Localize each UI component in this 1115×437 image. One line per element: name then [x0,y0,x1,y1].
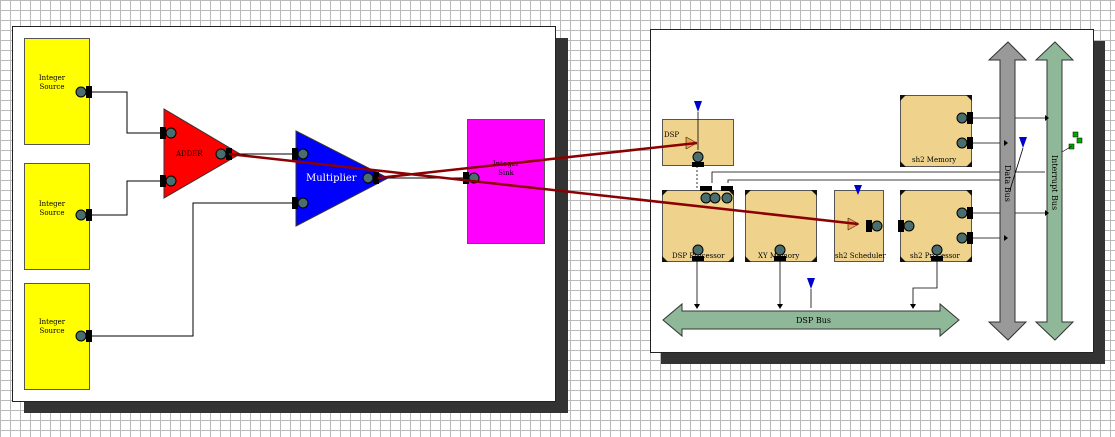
integer-source-2-label: Integer Source [38,200,66,217]
bus-arrowheads [694,115,1049,309]
data-bus-label: Data Bus [1003,165,1012,202]
sh2-memory-label: sh2 Memory [912,156,957,164]
block-corner-tabs [662,95,972,262]
left-wires [92,91,465,337]
port-sh2-processor-in [898,220,915,232]
dsp-label: DSP [664,131,680,139]
multiplier-label: Multiplier [306,173,357,184]
adder-label: ADDER [176,150,203,158]
port-scheduler-in [866,220,883,232]
sh2-scheduler-label: sh2 Scheduler [835,252,886,260]
wire-source3-multiplier [92,202,294,337]
dsp-bus[interactable] [662,302,960,338]
multiplier-block[interactable] [295,130,390,227]
port-sh2-memory-out1 [956,112,973,124]
port-multiplier-out [362,172,379,184]
sh2-memory-block[interactable] [900,95,972,167]
port-sh2-processor-out2 [956,232,973,244]
port-adder-in2 [160,175,177,187]
wire-dsp-bus-c [912,256,938,308]
left-panel [12,26,556,402]
wire-proc-databus-3 [727,179,1008,183]
port-sh2-processor-out1 [956,207,973,219]
interrupt-node-icon [1061,131,1083,153]
data-bus[interactable] [987,41,1028,341]
integer-source-3-label: Integer Source [38,318,66,335]
port-dsp-processor-top2 [709,192,721,204]
wire-source1-adder [92,91,162,134]
port-sh2-memory-out2 [956,137,973,149]
port-adder-in1 [160,127,177,139]
port-dsp-processor-top3 [721,186,733,204]
dsp-bus-label: DSP Bus [796,316,831,325]
scheduler-marker-icon [854,185,862,195]
mapping-adder-to-scheduler[interactable] [228,152,859,226]
dsp-bus-marker-icon [807,278,815,289]
adder-block[interactable] [163,108,241,199]
wire-source2-adder [92,180,162,216]
port-sh2-processor-bottom [931,244,943,261]
port-xy-memory-bottom [774,244,786,261]
port-source3-out [75,330,92,342]
interrupt-bus-label: Interrupt Bus [1050,155,1059,211]
port-source2-out [75,209,92,221]
port-source1-out [75,86,92,98]
ports[interactable] [75,86,973,342]
port-multiplier-in1 [292,148,309,160]
integer-source-1-label: Integer Source [38,74,66,91]
interrupt-bus[interactable] [1034,41,1075,341]
dsp-marker-icon [694,101,702,112]
port-multiplier-in2 [292,197,309,209]
port-dsp-bottom [692,151,704,167]
wire-proc-interrupt [711,171,1045,183]
databus-marker-icon [1019,137,1027,148]
mapping-multiplier-to-dsp[interactable] [377,141,698,180]
port-dsp-processor-bottom [692,244,704,261]
